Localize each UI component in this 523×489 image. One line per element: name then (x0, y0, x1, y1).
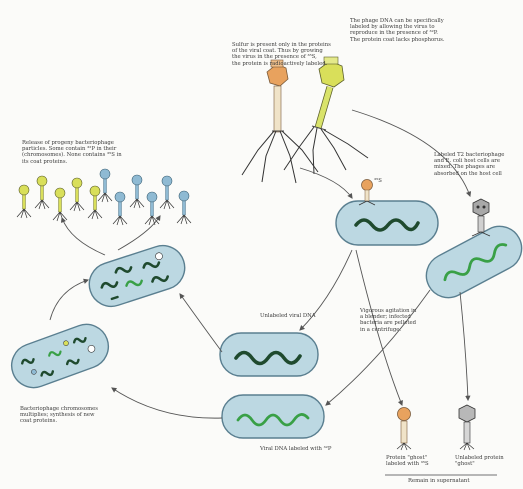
ghost-unlabeled-label: Unlabeled protein "ghost" (455, 455, 519, 467)
phage-s35-labeled (242, 60, 318, 183)
labeled-dna-label: Viral DNA labeled with ³²P (260, 446, 370, 452)
sulfur-note: Sulfur is present only in the proteins o… (232, 42, 352, 67)
phosphorus-note: The phage DNA can be specifically labele… (350, 18, 480, 43)
cell-s35-infected (336, 201, 438, 245)
multiplication-note: Bacteriophage chromosomes multiplies; sy… (20, 406, 140, 425)
ghost-s35-labeled (397, 408, 411, 451)
supernatant-label: Remain in supernatant (408, 478, 498, 484)
release-note: Release of progeny bacteriophage particl… (22, 140, 152, 165)
cell-unlabeled-dna (220, 333, 318, 376)
agitation-note: Vigorous agitation in a blender; infecte… (360, 308, 440, 333)
cell-labeled-dna (222, 395, 324, 438)
infection-note: Labeled T2 bacteriophage and E. coli hos… (434, 152, 523, 177)
progeny-phages-blue (98, 169, 191, 225)
cell-replicating (84, 240, 191, 312)
unlabeled-dna-label: Unlabeled viral DNA (260, 313, 350, 319)
ghost-unlabeled (459, 405, 475, 450)
cell-assembling (5, 318, 114, 394)
progeny-phages-yellow (17, 176, 102, 221)
phage-p32-labeled (284, 57, 368, 174)
s35-tag: ³⁵S (374, 178, 382, 184)
ghost-labeled-label: Protein "ghost" labeled with ³⁵S (386, 455, 450, 467)
